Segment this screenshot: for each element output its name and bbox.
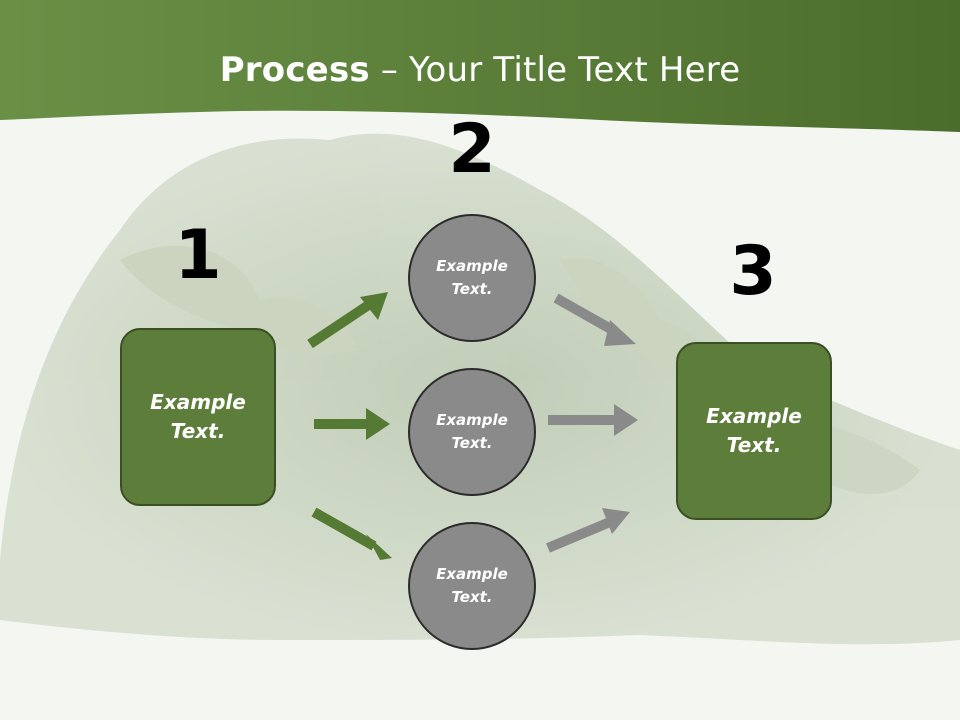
left-box-line2: Text. [170,419,226,443]
right-box-line2: Text. [726,433,782,457]
left-box-line1: Example [150,390,246,414]
circle-bottom: Example Text. [408,522,536,650]
header-band [0,0,960,132]
arrow-circle-middle-to-box [548,404,638,436]
circle-bottom-line1: Example [436,565,508,583]
arrow-box-to-circle-bottom [311,507,392,560]
right-box: Example Text. [676,342,832,520]
step-number-1: 1 [174,216,222,295]
arrow-circle-top-to-box [553,293,636,346]
slide-title: Process – Your Title Text Here [0,50,960,90]
arrow-box-to-circle-top [307,292,388,349]
circle-middle: Example Text. [408,368,536,496]
circle-middle-line2: Text. [451,434,493,452]
arrow-circle-bottom-to-box [546,508,630,553]
title-rest: – Your Title Text Here [369,50,741,90]
step-number-2: 2 [448,110,496,189]
circle-middle-line1: Example [436,411,508,429]
left-box: Example Text. [120,328,276,506]
arrow-box-to-circle-middle [314,408,390,440]
right-box-line1: Example [706,404,802,428]
title-bold: Process [219,50,370,90]
circle-top-line1: Example [436,257,508,275]
step-number-3: 3 [729,232,777,311]
circle-top-line2: Text. [451,280,493,298]
circle-bottom-line2: Text. [451,588,493,606]
circle-top: Example Text. [408,214,536,342]
